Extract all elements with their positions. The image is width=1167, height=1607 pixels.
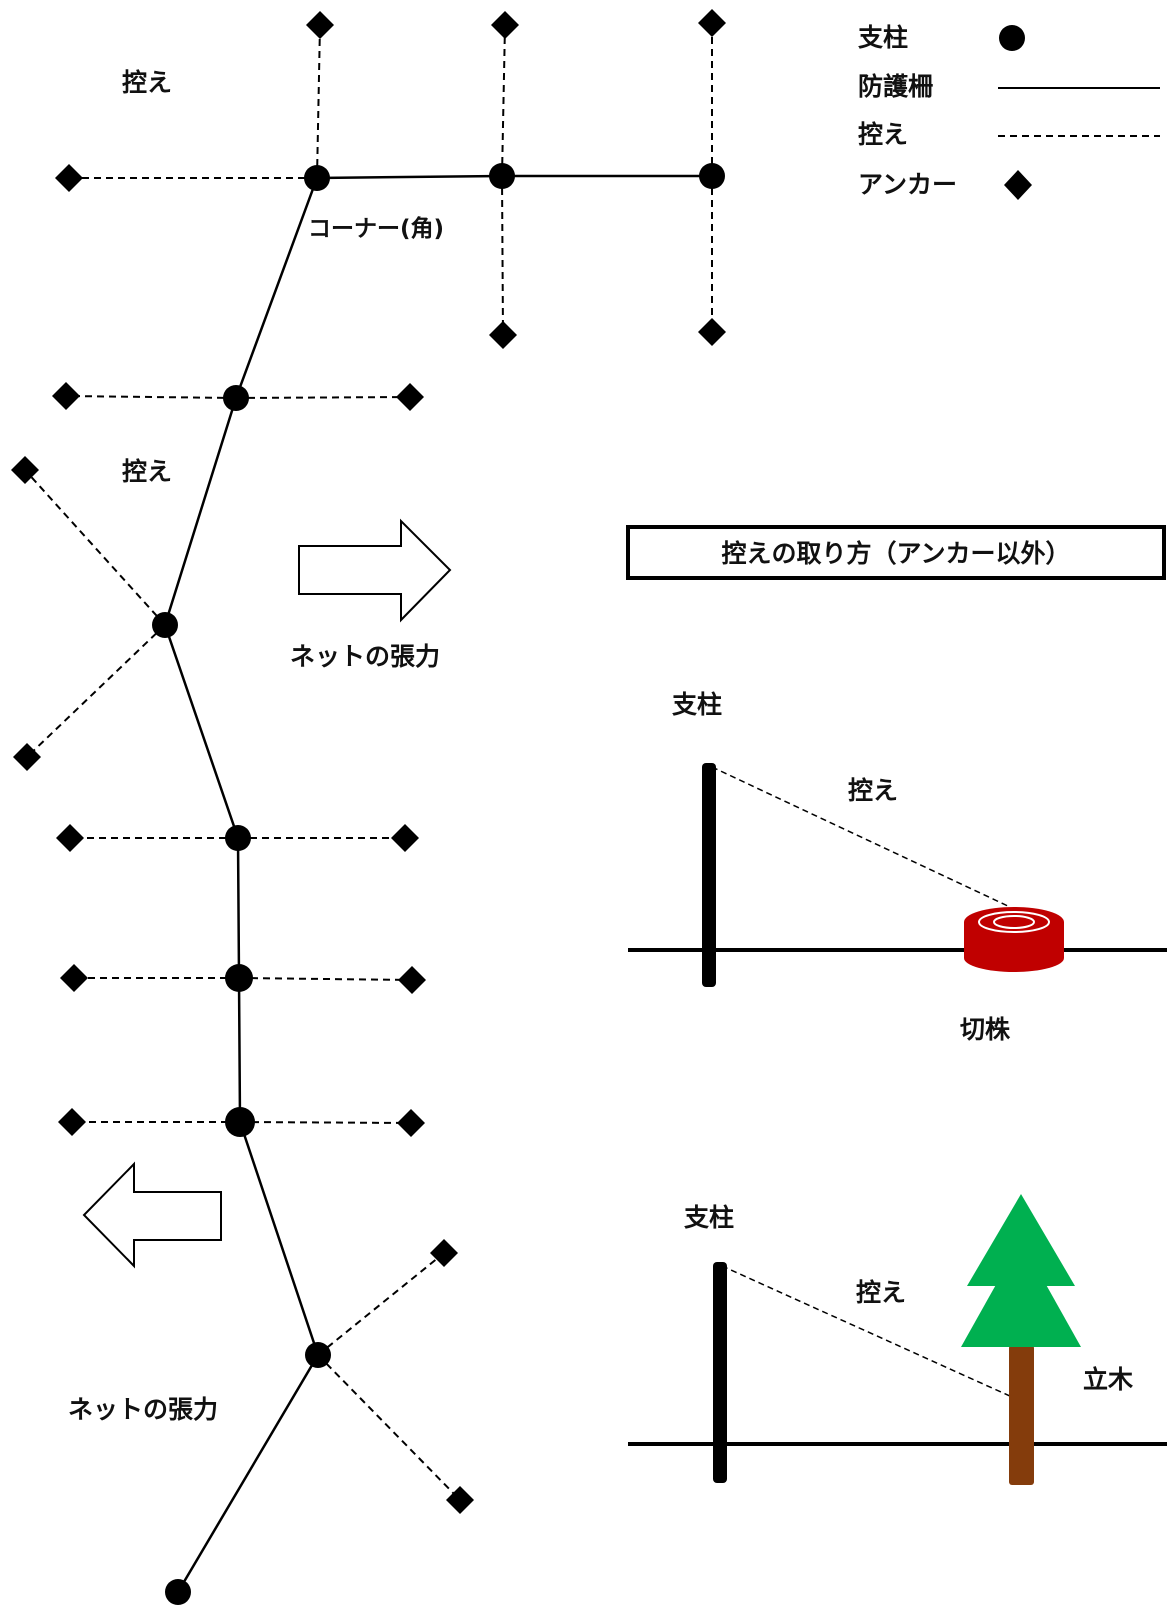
tree-trunk: [1009, 1345, 1034, 1485]
post: [225, 964, 253, 992]
anchor: [60, 964, 88, 992]
stay-lines: [24, 23, 713, 1501]
tree-example: 支柱 控え 立木: [628, 1194, 1167, 1485]
stump-post-label: 支柱: [672, 690, 722, 719]
stay-line: [239, 1121, 412, 1124]
post: [152, 612, 178, 638]
fence-line: [163, 174, 712, 1593]
stay-line: [65, 395, 237, 399]
stump-ring: [993, 915, 1035, 929]
legend-fence-label: 防護柵: [858, 72, 933, 101]
anchor: [13, 743, 41, 771]
tree-canopy-lower: [961, 1240, 1081, 1347]
anchor: [58, 1108, 86, 1136]
stump-stay-label: 控え: [848, 776, 898, 805]
stay-line: [235, 396, 411, 399]
stay-label-mid: 控え: [122, 457, 172, 486]
post: [225, 825, 251, 851]
stay-line: [317, 1252, 445, 1356]
anchor: [391, 824, 419, 852]
stay-line: [238, 977, 413, 981]
plan-view: 控え コーナー(角) 控え ネットの張力 ネットの張力: [11, 9, 726, 1605]
legend-post-symbol: [999, 25, 1025, 51]
stay-line: [24, 469, 166, 626]
stump-post: [702, 763, 716, 987]
stay-line: [316, 24, 321, 179]
net-tension-right-label: ネットの張力: [290, 642, 440, 671]
anchor: [397, 1109, 425, 1137]
net-tension-right-arrow-icon: [298, 518, 452, 623]
tree-stay-label: 控え: [856, 1278, 906, 1307]
anchors: [11, 9, 726, 1514]
legend: 支柱 防護柵 控え アンカー: [858, 23, 1160, 200]
corner-label: コーナー(角): [308, 215, 444, 242]
tree-object-label: 立木: [1083, 1365, 1133, 1394]
anchor: [491, 11, 519, 39]
stump-example: 支柱 控え 切株: [628, 690, 1167, 1044]
tree-stay-line: [721, 1265, 1013, 1398]
anchor: [52, 382, 80, 410]
anchor: [446, 1486, 474, 1514]
legend-post-label: 支柱: [858, 23, 908, 52]
post: [165, 1579, 191, 1605]
anchor: [698, 318, 726, 346]
net-tension-left-arrow-icon: [82, 1161, 222, 1269]
anchor: [430, 1239, 458, 1267]
stay-line: [501, 175, 504, 336]
post: [305, 1342, 331, 1368]
stump-stay-line: [711, 766, 1011, 908]
anchor: [11, 456, 39, 484]
anchor: [306, 11, 334, 39]
stay-line: [501, 24, 506, 177]
posts: [152, 163, 725, 1605]
post: [489, 163, 515, 189]
legend-stay-label: 控え: [858, 120, 908, 149]
stay-label-top: 控え: [122, 68, 172, 97]
post: [225, 1107, 255, 1137]
post: [304, 165, 330, 191]
legend-anchor-symbol: [1004, 170, 1032, 200]
anchor: [396, 383, 424, 411]
stump-ring: [978, 911, 1050, 933]
stump-object-label: 切株: [960, 1015, 1011, 1044]
methods-title-box: [626, 525, 1166, 580]
legend-anchor-label: アンカー: [858, 170, 957, 199]
tree-post: [713, 1262, 727, 1483]
anchor: [56, 824, 84, 852]
anchor: [698, 9, 726, 37]
net-tension-left-label: ネットの張力: [68, 1395, 218, 1424]
stay-line: [26, 624, 166, 758]
anchor: [398, 966, 426, 994]
methods-section: 控えの取り方（アンカー以外） 支柱 控え 切株 支柱 控え 立木: [626, 525, 1167, 1485]
anchor: [55, 164, 83, 192]
methods-title: 控えの取り方（アンカー以外）: [721, 539, 1070, 568]
tree-post-label: 支柱: [684, 1203, 734, 1232]
post: [223, 385, 249, 411]
post: [699, 163, 725, 189]
stay-line: [317, 1354, 461, 1501]
anchor: [489, 321, 517, 349]
